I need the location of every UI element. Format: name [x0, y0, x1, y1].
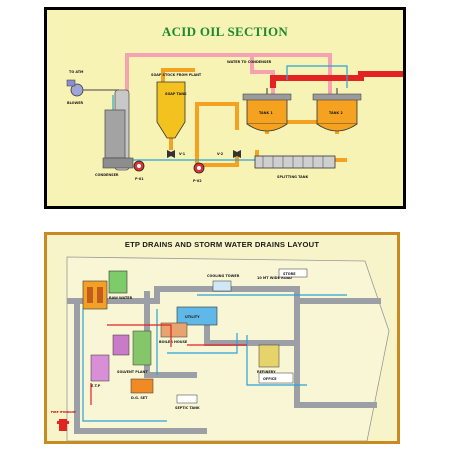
tank-2 [312, 88, 362, 132]
tank-2-label: TANK 2 [329, 111, 343, 115]
utility-label: UTILITY [185, 315, 200, 319]
condenser-column [102, 89, 134, 171]
septic-tank [176, 394, 198, 404]
store-label: STORE [283, 272, 296, 276]
dg-set-label: D.G. SET [131, 396, 148, 400]
etp-title: ETP DRAINS AND STORM WATER DRAINS LAYOUT [125, 240, 319, 249]
tank-1-label: TANK 1 [259, 111, 273, 115]
storm-water-drains [82, 294, 347, 422]
building-cooling-tower [212, 280, 232, 292]
raw-water-label: RAW WATER [109, 296, 133, 300]
etp-layout-panel: ETP DRAINS AND STORM WATER DRAINS LAYOUT… [44, 232, 400, 444]
soap-stock-label: SOAP STOCK FROM PLANT [151, 73, 202, 77]
refinery-label: REFINERY [257, 370, 276, 374]
v1-label: V-1 [179, 152, 186, 156]
building-orange-block [82, 280, 108, 310]
solvent-plant-label: SOLVENT PLANT [117, 370, 148, 374]
blower-icon [66, 79, 84, 97]
building-office [258, 372, 294, 384]
building-solvent-plant [112, 330, 152, 366]
pump-p02-icon [193, 162, 205, 174]
splitting-tank-label: SPLITTING TANK [277, 175, 309, 179]
tank-1 [242, 88, 292, 132]
fire-hydrant-label: FIRE HYDRANT [51, 410, 77, 414]
etp-label: E.T.P [91, 384, 101, 388]
building-dg-set [130, 378, 154, 394]
acid-oil-section-panel: ACID OIL SECTION TO ATM BLOWER [44, 7, 406, 209]
main-road-label: 10 MT WIDE ROAD [257, 276, 292, 280]
condenser-label: CONDENSER [95, 173, 119, 177]
valve-v1-icon [167, 150, 175, 158]
v2-label: V-2 [217, 152, 224, 156]
etp-layout-diagram: ETP DRAINS AND STORM WATER DRAINS LAYOUT… [51, 240, 390, 441]
red-pipeline [270, 71, 403, 88]
acid-oil-diagram: ACID OIL SECTION TO ATM BLOWER [66, 24, 403, 183]
septic-tank-label: SEPTIC TANK [175, 406, 200, 410]
valve-v2-icon [233, 150, 241, 158]
cooling-tower-label: COOLING TOWER [207, 274, 240, 278]
p01-label: P-01 [135, 177, 144, 181]
building-raw-water [108, 270, 128, 294]
water-to-condenser-label: WATER TO CONDENSER [227, 60, 272, 64]
soap-tank [156, 81, 186, 139]
to-atm-label: TO ATM [69, 70, 84, 74]
blower-label: BLOWER [67, 101, 84, 105]
splitting-tank [254, 155, 336, 169]
building-boiler-house [160, 322, 188, 338]
soap-tank-label: SOAP TANK [165, 92, 187, 96]
building-utility [176, 306, 218, 326]
acid-oil-title: ACID OIL SECTION [162, 24, 288, 39]
building-store [278, 268, 308, 278]
pump-p01-icon [133, 160, 145, 172]
building-etp [90, 354, 110, 382]
office-label: OFFICE [263, 377, 277, 381]
building-refinery [258, 344, 280, 368]
boiler-house-label: BOILER HOUSE [159, 340, 188, 344]
p02-label: P-02 [193, 179, 202, 183]
fire-hydrant-icon [57, 419, 69, 431]
etp-drains [90, 324, 247, 405]
